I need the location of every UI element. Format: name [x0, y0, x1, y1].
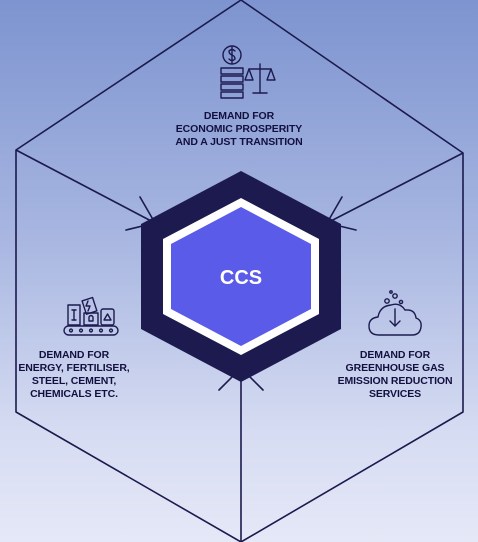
- center-hexagon-accent: [171, 207, 311, 346]
- label-line: DEMAND FOR: [38, 349, 110, 361]
- center-label: CCS: [220, 267, 262, 289]
- connector-line-top-left: [15, 149, 156, 224]
- label-line: AND A JUST TRANSITION: [175, 136, 303, 148]
- label-line: SERVICES: [368, 388, 422, 400]
- outer-hexagon: [15, 0, 464, 542]
- label-line: DEMAND FOR: [359, 349, 431, 361]
- label-line: CHEMICALS ETC.: [30, 388, 118, 400]
- label-energy-materials: DEMAND FOR ENERGY, FERTILISER, STEEL, CE…: [9, 349, 139, 401]
- cloud-emission-reduction-icon: [368, 290, 422, 336]
- label-line: EMISSION REDUCTION: [337, 375, 453, 387]
- label-line: ENERGY, FERTILISER,: [18, 362, 130, 374]
- factory-conveyor-icon: [63, 296, 119, 336]
- connector-line-top-right: [326, 152, 464, 224]
- label-line: STEEL, CEMENT,: [31, 375, 117, 387]
- center-hexagon: CCS: [141, 171, 341, 382]
- label-line: ECONOMIC PROSPERITY: [175, 123, 303, 135]
- money-balance-scale-icon: [220, 45, 276, 99]
- label-ghg-reduction: DEMAND FOR GREENHOUSE GAS EMISSION REDUC…: [330, 349, 460, 401]
- label-line: GREENHOUSE GAS: [345, 362, 445, 374]
- label-line: DEMAND FOR: [203, 110, 275, 122]
- label-economic-prosperity: DEMAND FOR ECONOMIC PROSPERITY AND A JUS…: [139, 110, 339, 149]
